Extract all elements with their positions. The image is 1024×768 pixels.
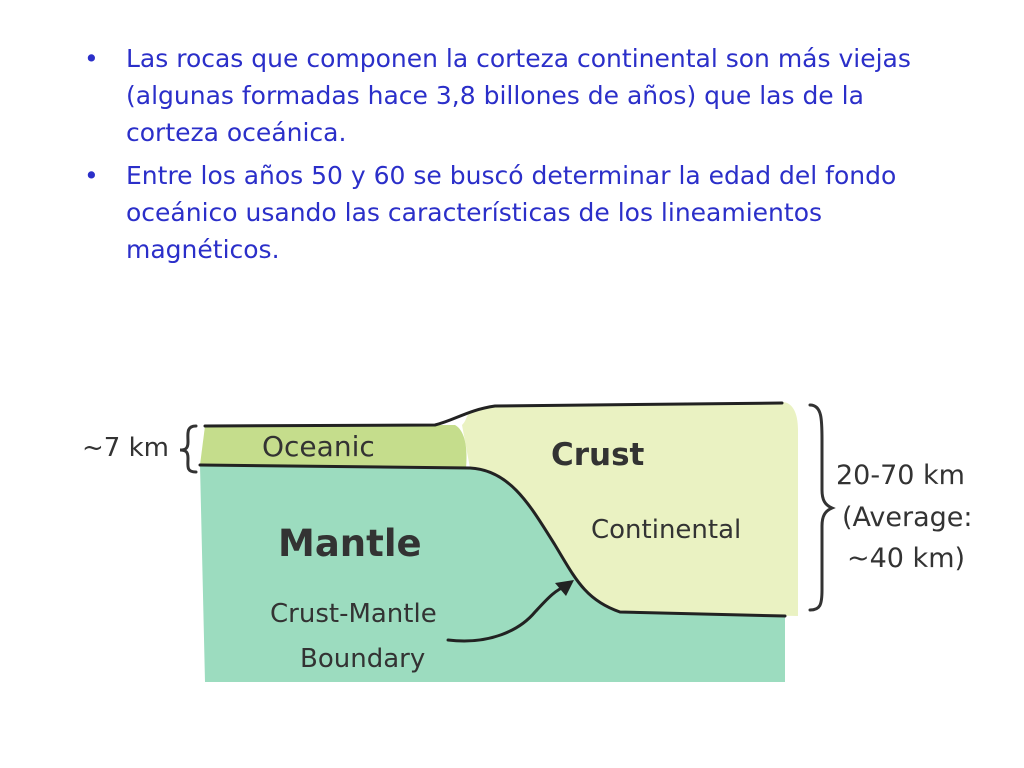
bullet-item-rock-age: Las rocas que componen la corteza contin… [84, 40, 954, 151]
bullet-list: Las rocas que componen la corteza contin… [84, 40, 954, 274]
continental-thickness-brace [808, 403, 836, 612]
oceanic-crust-region [200, 425, 467, 468]
continental-crust-region [462, 402, 798, 616]
continental-label: Continental [591, 515, 741, 545]
boundary-label-line-1: Crust-Mantle [270, 599, 437, 629]
crust-label: Crust [551, 437, 645, 473]
oceanic-thickness-brace [179, 424, 198, 474]
continental-thickness-line-1: 20-70 km [836, 460, 965, 491]
mantle-region [200, 465, 785, 682]
crust-top-outline [203, 401, 784, 428]
oceanic-label: Oceanic [262, 430, 375, 463]
boundary-arrow [446, 583, 570, 643]
arrowhead-icon [555, 580, 574, 596]
oceanic-thickness-label: ~7 km [82, 433, 169, 463]
bullet-item-seafloor-age: Entre los años 50 y 60 se buscó determin… [84, 157, 954, 268]
continental-thickness-line-2: (Average: [842, 502, 973, 533]
crust-mantle-boundary-line [198, 463, 787, 618]
boundary-label-line-2: Boundary [300, 644, 425, 674]
continental-thickness-line-3: ~40 km) [847, 543, 965, 574]
mantle-label: Mantle [278, 522, 422, 565]
